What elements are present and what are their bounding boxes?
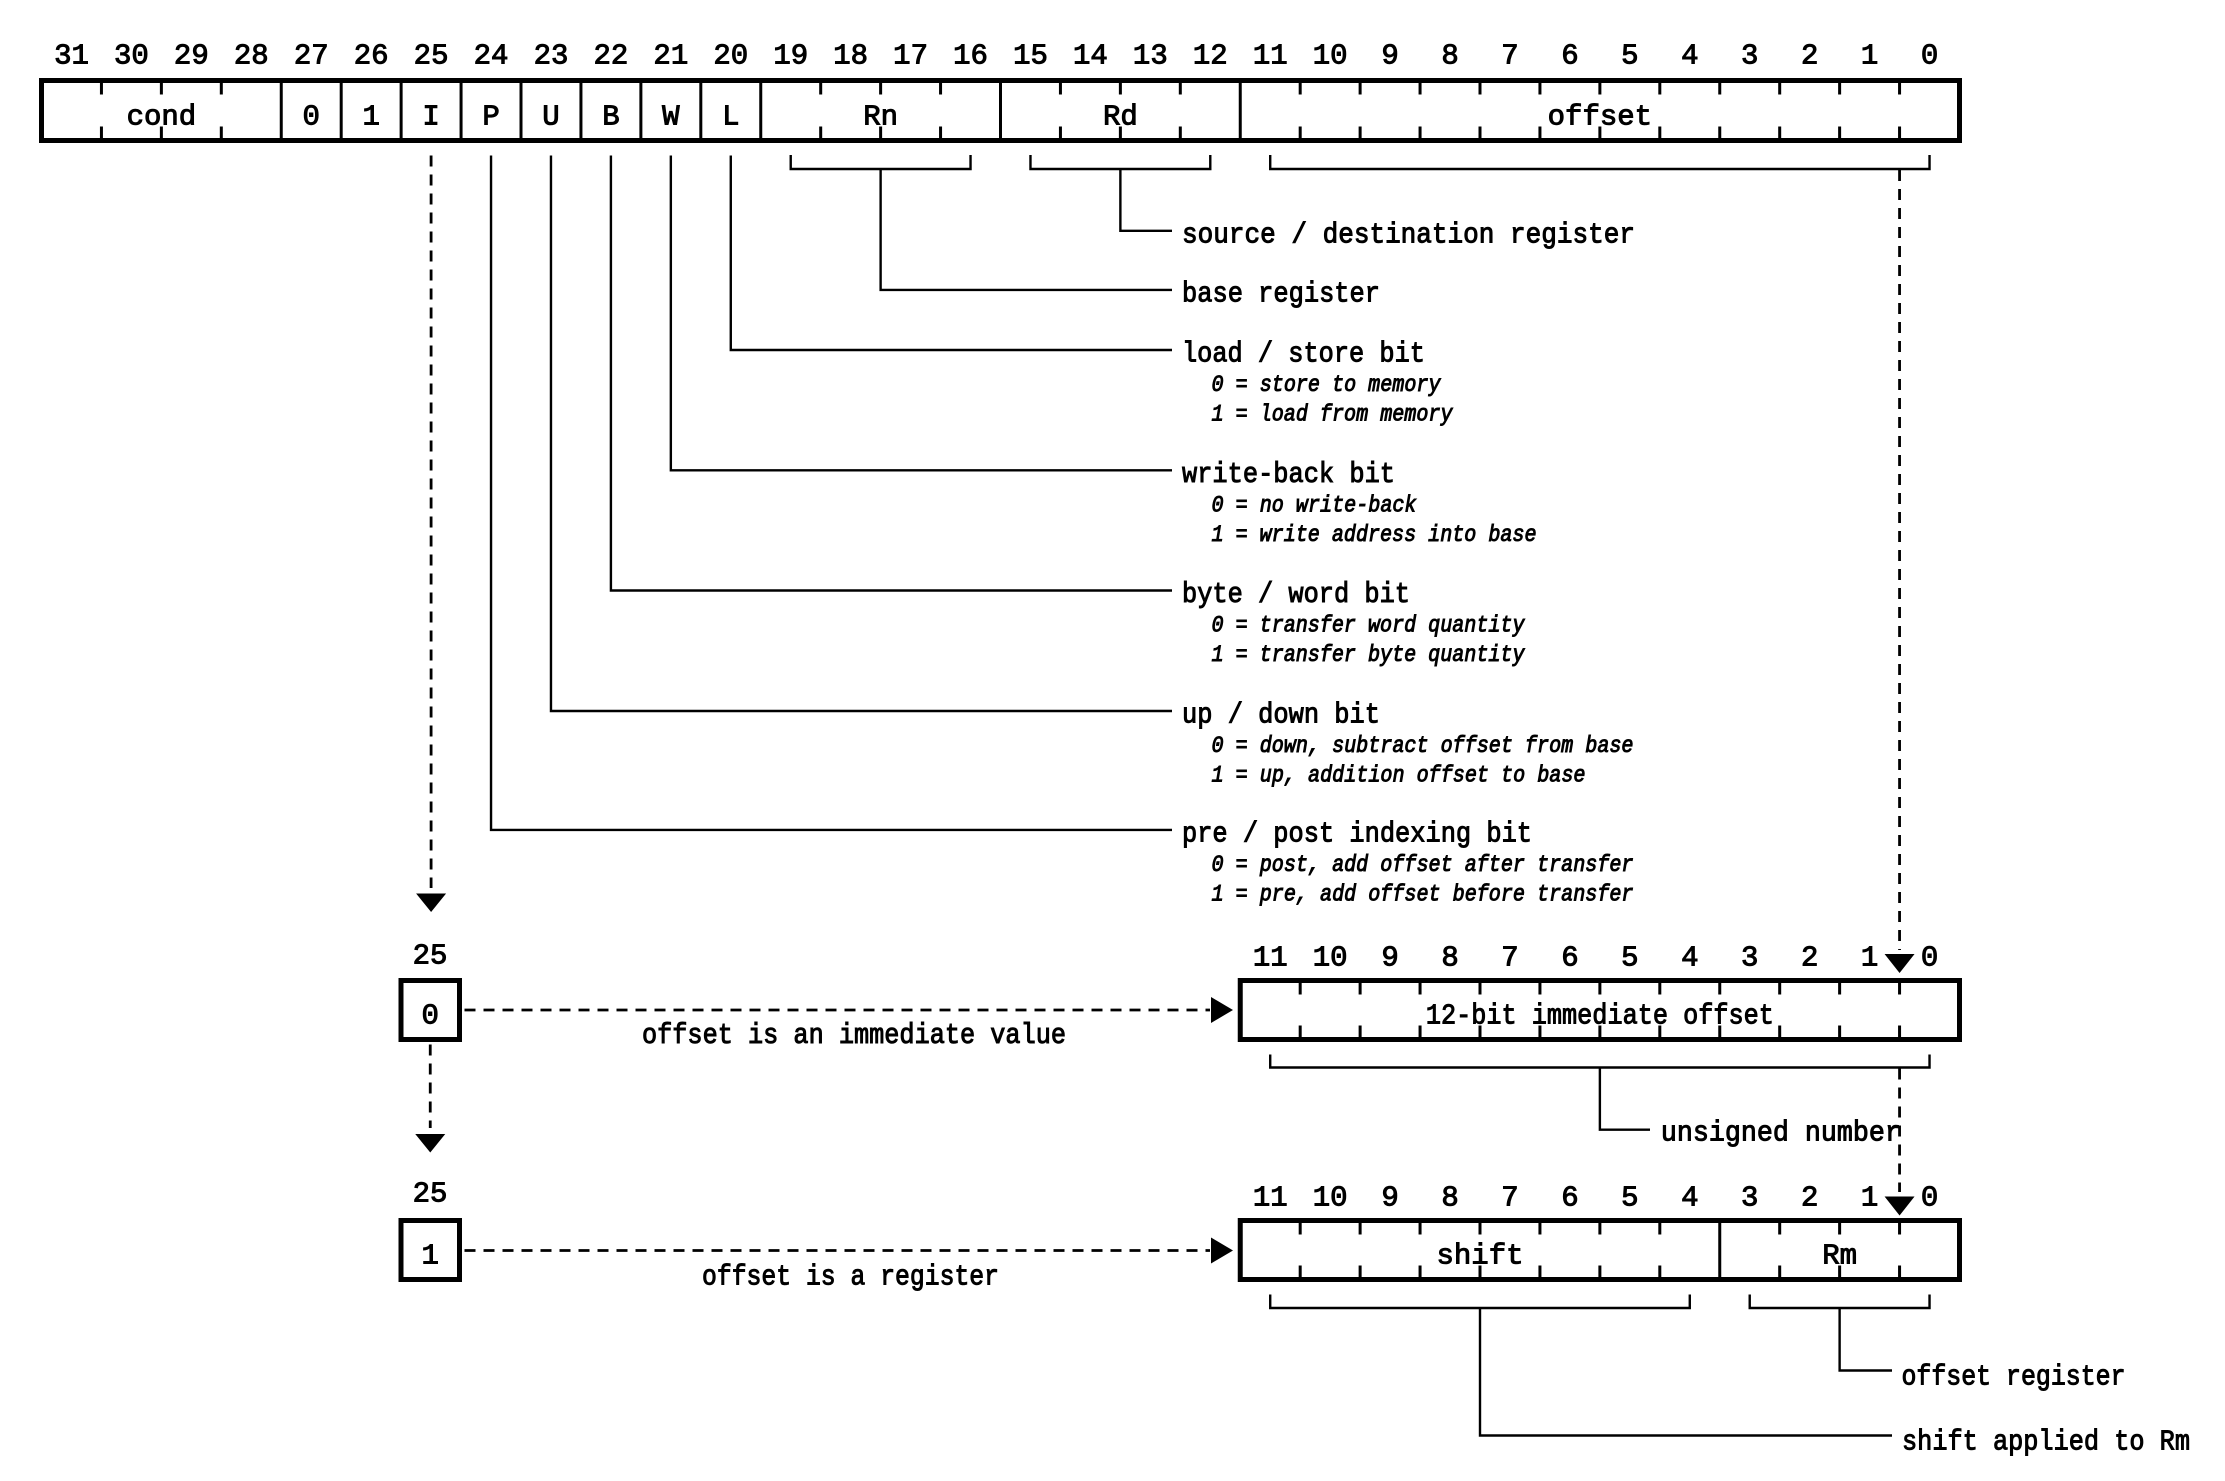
- svg-text:0: 0: [303, 101, 320, 134]
- svg-text:3: 3: [1741, 1182, 1758, 1215]
- svg-text:16: 16: [953, 40, 988, 73]
- svg-text:23: 23: [534, 40, 569, 73]
- svg-text:20: 20: [713, 40, 748, 73]
- svg-text:Rm: Rm: [1822, 1240, 1857, 1273]
- svg-text:0: 0: [1921, 40, 1938, 73]
- svg-text:I: I: [422, 101, 439, 134]
- svg-text:10: 10: [1313, 1182, 1348, 1215]
- svg-text:1 = write address into base: 1 = write address into base: [1212, 522, 1537, 549]
- svg-text:3: 3: [1741, 942, 1758, 975]
- svg-text:7: 7: [1501, 40, 1518, 73]
- svg-text:2: 2: [1801, 1182, 1818, 1215]
- svg-text:29: 29: [174, 40, 209, 73]
- svg-text:9: 9: [1381, 942, 1398, 975]
- svg-text:22: 22: [594, 40, 629, 73]
- svg-text:24: 24: [474, 40, 509, 73]
- svg-text:18: 18: [833, 40, 868, 73]
- svg-text:17: 17: [893, 40, 928, 73]
- svg-text:14: 14: [1073, 40, 1108, 73]
- svg-text:10: 10: [1313, 942, 1348, 975]
- svg-text:unsigned number: unsigned number: [1661, 1117, 1901, 1150]
- svg-text:25: 25: [413, 940, 448, 973]
- svg-text:13: 13: [1133, 40, 1168, 73]
- svg-text:15: 15: [1013, 40, 1048, 73]
- svg-text:25: 25: [413, 1178, 448, 1211]
- svg-text:1 = pre, add offset before tra: 1 = pre, add offset before transfer: [1212, 881, 1634, 908]
- svg-text:0: 0: [1921, 942, 1938, 975]
- svg-text:1: 1: [1861, 942, 1878, 975]
- svg-text:offset: offset: [1548, 101, 1652, 134]
- svg-text:1 = load from memory: 1 = load from memory: [1212, 402, 1454, 429]
- svg-text:31: 31: [54, 40, 89, 73]
- svg-text:0: 0: [1921, 1182, 1938, 1215]
- svg-text:9: 9: [1381, 40, 1398, 73]
- svg-text:1: 1: [1861, 40, 1878, 73]
- svg-text:9: 9: [1381, 1182, 1398, 1215]
- svg-text:0 = down, subtract offset from: 0 = down, subtract offset from base: [1212, 733, 1634, 760]
- svg-text:7: 7: [1501, 1182, 1518, 1215]
- svg-text:5: 5: [1621, 40, 1638, 73]
- svg-text:10: 10: [1313, 40, 1348, 73]
- svg-text:P: P: [482, 101, 499, 134]
- svg-text:11: 11: [1253, 40, 1288, 73]
- svg-text:B: B: [602, 101, 619, 134]
- svg-text:source / destination register: source / destination register: [1182, 218, 1635, 251]
- svg-text:offset is an immediate value: offset is an immediate value: [642, 1019, 1066, 1052]
- svg-text:12: 12: [1193, 40, 1228, 73]
- svg-text:25: 25: [414, 40, 449, 73]
- svg-text:12-bit immediate offset: 12-bit immediate offset: [1426, 1000, 1774, 1033]
- svg-text:19: 19: [773, 40, 808, 73]
- svg-text:6: 6: [1561, 40, 1578, 73]
- svg-text:offset register: offset register: [1902, 1361, 2126, 1394]
- svg-text:L: L: [722, 101, 739, 134]
- svg-text:11: 11: [1253, 1182, 1288, 1215]
- svg-text:3: 3: [1741, 40, 1758, 73]
- svg-text:7: 7: [1501, 942, 1518, 975]
- svg-text:0 = store to memory: 0 = store to memory: [1212, 372, 1442, 399]
- svg-text:1 = up, addition offset to bas: 1 = up, addition offset to base: [1212, 763, 1586, 790]
- svg-text:pre / post indexing bit: pre / post indexing bit: [1182, 817, 1532, 850]
- svg-text:U: U: [542, 101, 559, 134]
- svg-text:4: 4: [1681, 1182, 1698, 1215]
- svg-text:2: 2: [1801, 942, 1818, 975]
- svg-text:Rd: Rd: [1103, 101, 1138, 134]
- svg-text:6: 6: [1561, 942, 1578, 975]
- svg-text:28: 28: [234, 40, 269, 73]
- svg-text:load / store bit: load / store bit: [1182, 338, 1425, 371]
- svg-text:base register: base register: [1182, 277, 1380, 310]
- svg-text:shift applied to Rm: shift applied to Rm: [1902, 1426, 2190, 1459]
- svg-text:6: 6: [1561, 1182, 1578, 1215]
- svg-text:4: 4: [1681, 40, 1698, 73]
- svg-text:offset is a register: offset is a register: [702, 1261, 999, 1294]
- svg-text:0 = transfer word quantity: 0 = transfer word quantity: [1212, 613, 1526, 640]
- svg-text:1: 1: [422, 1240, 439, 1273]
- svg-text:cond: cond: [127, 101, 197, 134]
- svg-text:30: 30: [114, 40, 149, 73]
- svg-text:4: 4: [1681, 942, 1698, 975]
- svg-text:2: 2: [1801, 40, 1818, 73]
- svg-text:1 = transfer byte quantity: 1 = transfer byte quantity: [1212, 642, 1526, 669]
- svg-text:11: 11: [1253, 942, 1288, 975]
- svg-text:up / down bit: up / down bit: [1182, 699, 1380, 732]
- svg-text:27: 27: [294, 40, 329, 73]
- svg-text:1: 1: [362, 101, 379, 134]
- svg-text:26: 26: [354, 40, 389, 73]
- svg-text:0 = post, add offset after tra: 0 = post, add offset after transfer: [1212, 852, 1634, 879]
- svg-text:8: 8: [1441, 1182, 1458, 1215]
- svg-text:21: 21: [653, 40, 688, 73]
- svg-text:0: 0: [422, 1000, 439, 1033]
- svg-text:5: 5: [1621, 1182, 1638, 1215]
- svg-text:Rn: Rn: [863, 101, 898, 134]
- svg-text:0 = no write-back: 0 = no write-back: [1212, 492, 1417, 519]
- svg-text:W: W: [662, 101, 680, 134]
- svg-text:byte / word bit: byte / word bit: [1182, 578, 1410, 611]
- svg-text:write-back bit: write-back bit: [1182, 458, 1395, 491]
- svg-text:1: 1: [1861, 1182, 1878, 1215]
- svg-text:8: 8: [1441, 942, 1458, 975]
- svg-text:shift: shift: [1436, 1240, 1523, 1273]
- svg-text:5: 5: [1621, 942, 1638, 975]
- svg-text:8: 8: [1441, 40, 1458, 73]
